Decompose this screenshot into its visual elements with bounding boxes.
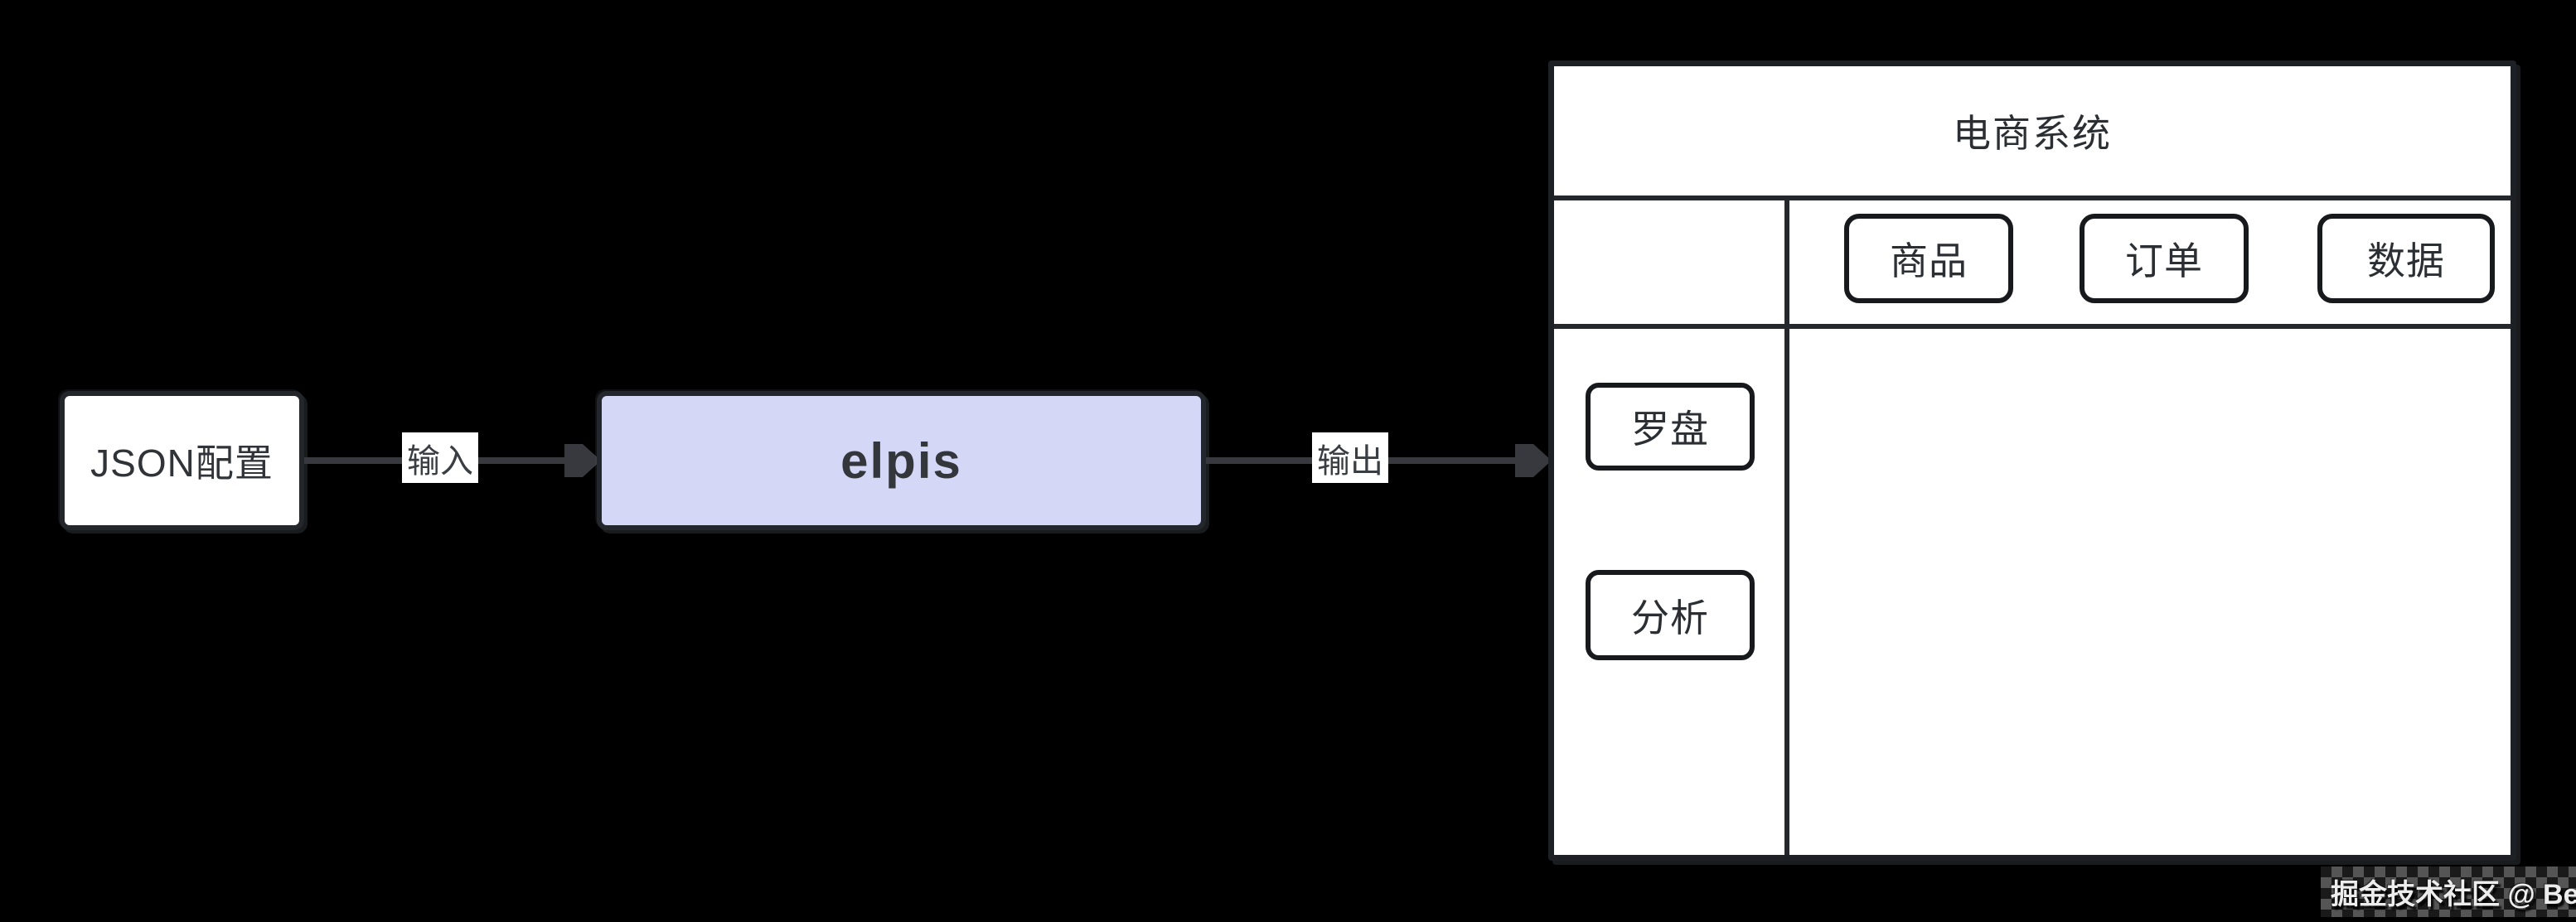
tab-data-label: 数据 [2367,239,2445,282]
input-arrowhead-icon [583,444,601,477]
tab-data[interactable]: 数据 [2317,214,2495,303]
node-json-config-label: JSON配置 [90,442,274,485]
node-json-config[interactable]: JSON配置 [60,391,304,530]
node-shop-system[interactable]: 电商系统 商品 订单 数据 罗盘 分析 [1548,60,2516,861]
input-arrowhead-icon [564,444,583,477]
input-edge-label: 输入 [402,432,478,483]
shop-system-title-row: 电商系统 [1554,66,2511,196]
tab-orders-label: 订单 [2125,239,2203,282]
title-divider-line [1554,196,2511,200]
sidebar-item-analysis-label: 分析 [1631,596,1709,640]
output-arrowhead-icon [1515,444,1533,477]
sidebar-item-analysis[interactable]: 分析 [1586,570,1755,660]
output-edge-label-text: 输出 [1317,442,1383,480]
tab-goods[interactable]: 商品 [1844,214,2013,303]
shop-system-inner: 电商系统 商品 订单 数据 罗盘 分析 [1554,66,2511,855]
tab-orders[interactable]: 订单 [2080,214,2249,303]
output-arrowhead-icon [1533,444,1552,477]
node-elpis-label: elpis [840,432,962,489]
output-edge-label: 输出 [1312,432,1388,483]
input-edge-label-text: 输入 [407,442,473,480]
node-elpis[interactable]: elpis [597,391,1206,530]
watermark: 掘金技术社区 @ Befool [2321,866,2576,917]
watermark-text: 掘金技术社区 @ Befool [2331,879,2576,910]
tabs-divider-line [1554,324,2511,329]
sidebar-divider-line [1784,196,1789,855]
sidebar-item-compass-label: 罗盘 [1631,408,1709,451]
shop-system-title: 电商系统 [1953,112,2112,155]
sidebar-item-compass[interactable]: 罗盘 [1586,383,1755,471]
tab-goods-label: 商品 [1890,239,1968,282]
